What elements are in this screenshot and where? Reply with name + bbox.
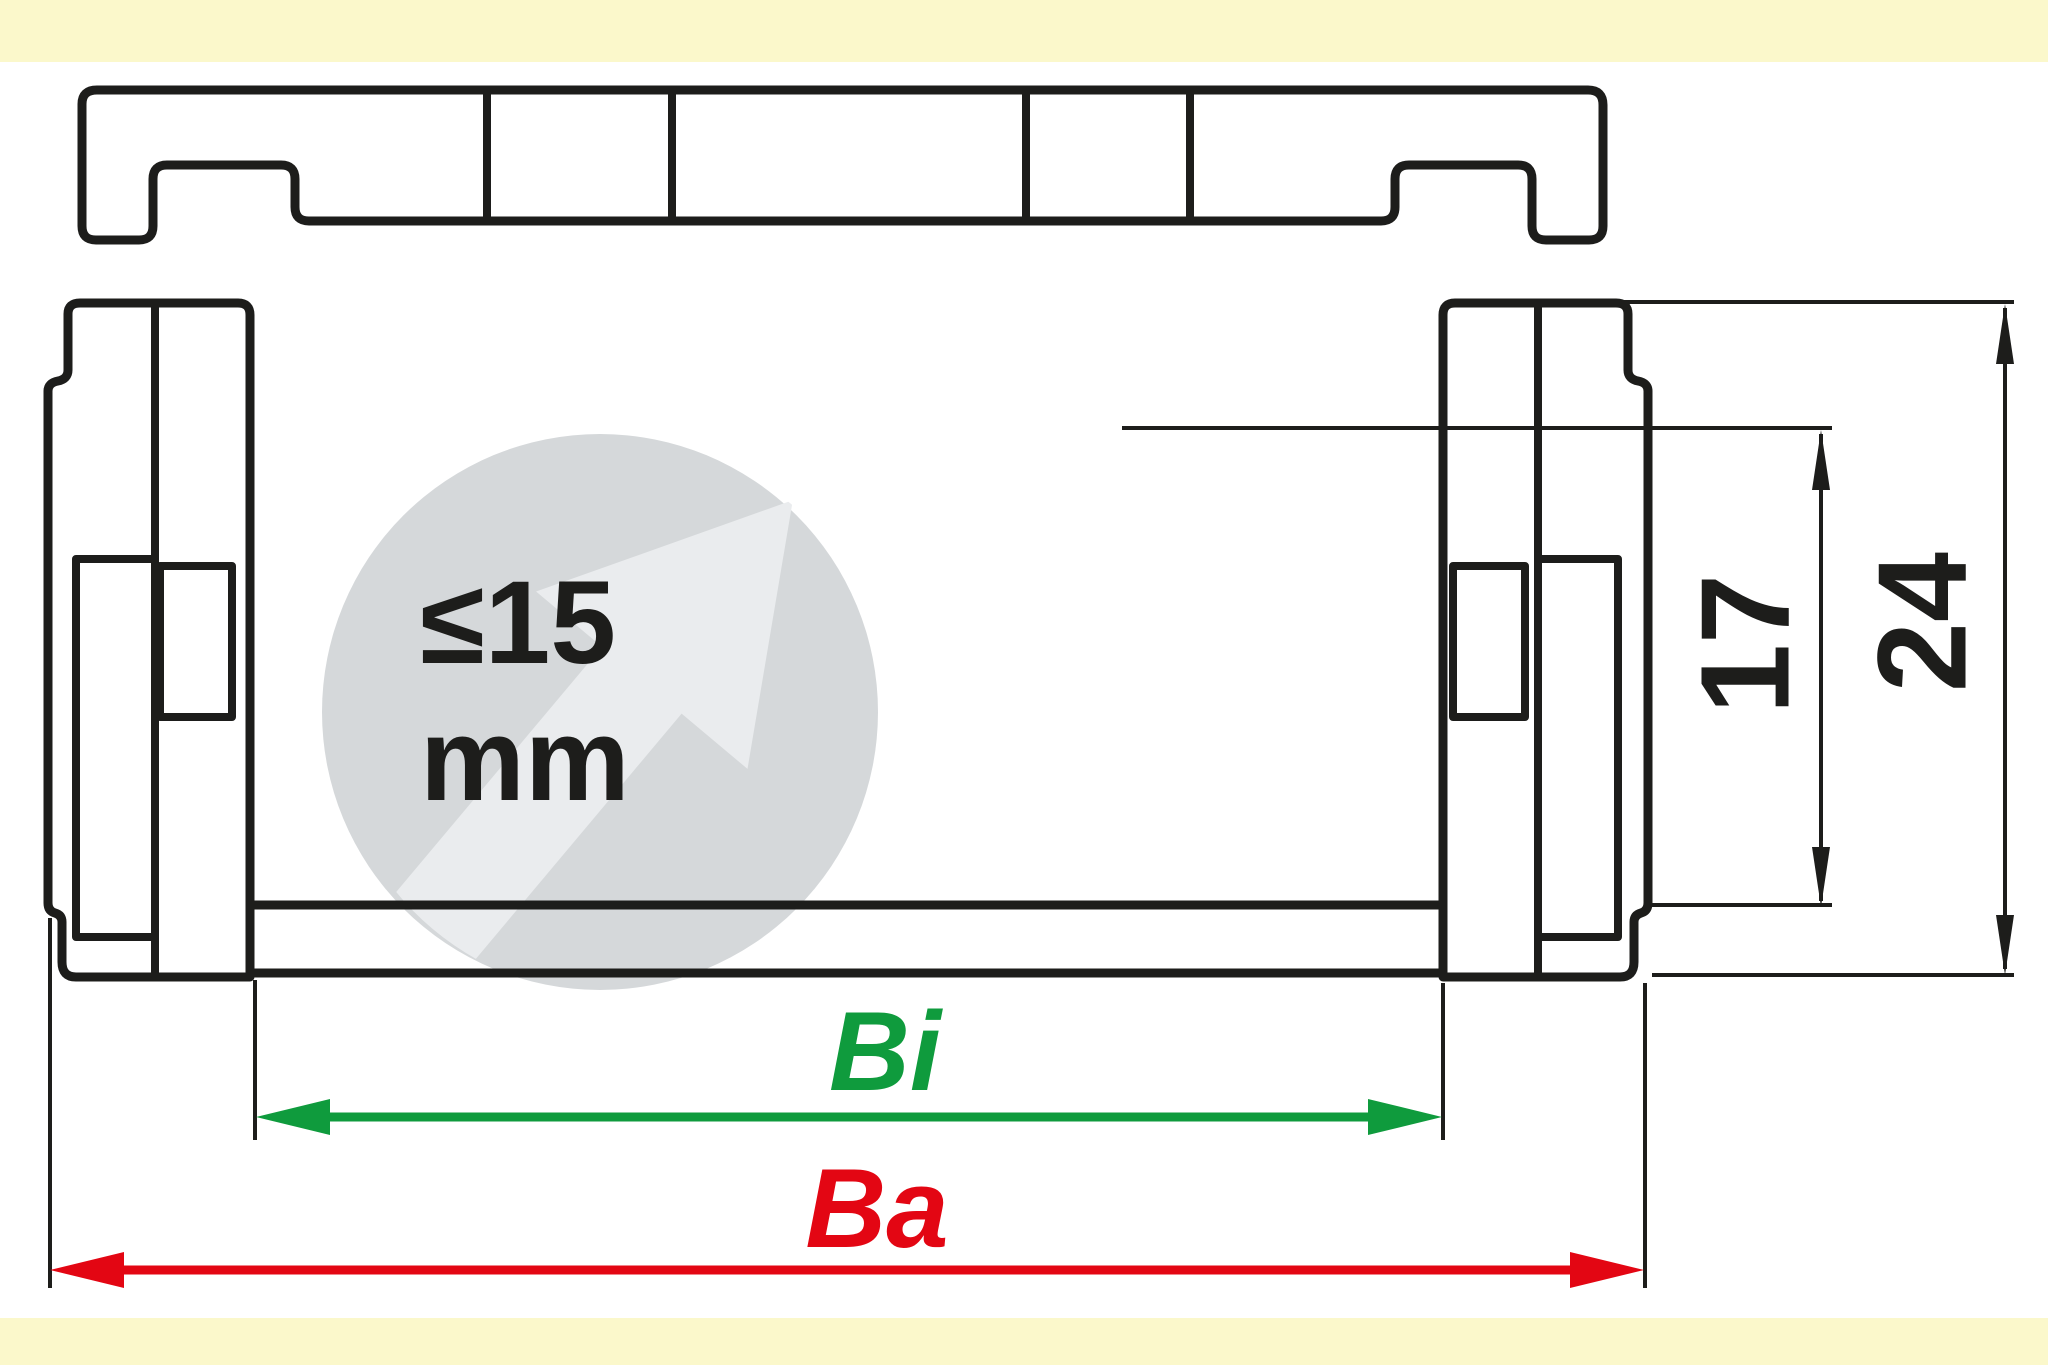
height-dimensions xyxy=(1122,300,2014,977)
right-inner-latch-window xyxy=(1449,562,1529,721)
watermark-max-value: ≤15 xyxy=(420,557,616,689)
dim-17-label: 17 xyxy=(1675,574,1816,714)
ba-arrowheads xyxy=(50,1252,1644,1288)
top-crossbar-segment-dividers xyxy=(483,94,1194,217)
chain-profile xyxy=(43,85,1653,982)
dim-17-arrow-up-icon xyxy=(1812,430,1830,490)
right-outer-latch-window xyxy=(1541,555,1622,941)
ba-arrow-right-icon xyxy=(1570,1252,1644,1288)
bi-label: Bi xyxy=(829,989,944,1114)
ba-label: Ba xyxy=(805,1146,948,1271)
top-yellow-band xyxy=(0,0,2048,62)
bi-extension-lines xyxy=(253,980,1445,1140)
dim-arrowheads xyxy=(1812,304,2014,975)
dim-17-arrow-down-icon xyxy=(1812,847,1830,907)
bi-arrow-left-icon xyxy=(256,1099,330,1135)
dim-extension-lines xyxy=(1122,300,2014,977)
dim-24-arrow-up-icon xyxy=(1996,304,2014,364)
bottom-crossbar xyxy=(250,900,1443,978)
dim-24-arrow-down-icon xyxy=(1996,915,2014,975)
ba-arrow-left-icon xyxy=(50,1252,124,1288)
dim-24-label: 24 xyxy=(1852,552,1993,692)
left-side-link-outline xyxy=(43,298,255,982)
ba-extension-lines xyxy=(48,918,1647,1288)
left-inner-latch-window xyxy=(156,562,236,721)
inner-width-dimension: Bi xyxy=(253,980,1445,1140)
bottom-yellow-band xyxy=(0,1318,2048,1365)
bi-arrowheads xyxy=(256,1099,1442,1135)
watermark-badge: ≤15 mm xyxy=(322,434,878,1040)
top-crossbar-outline xyxy=(77,85,1608,245)
outer-width-dimension: Ba xyxy=(48,918,1647,1288)
bi-arrow-right-icon xyxy=(1368,1099,1442,1135)
left-outer-latch-window xyxy=(72,555,151,941)
watermark-unit: mm xyxy=(420,694,630,826)
